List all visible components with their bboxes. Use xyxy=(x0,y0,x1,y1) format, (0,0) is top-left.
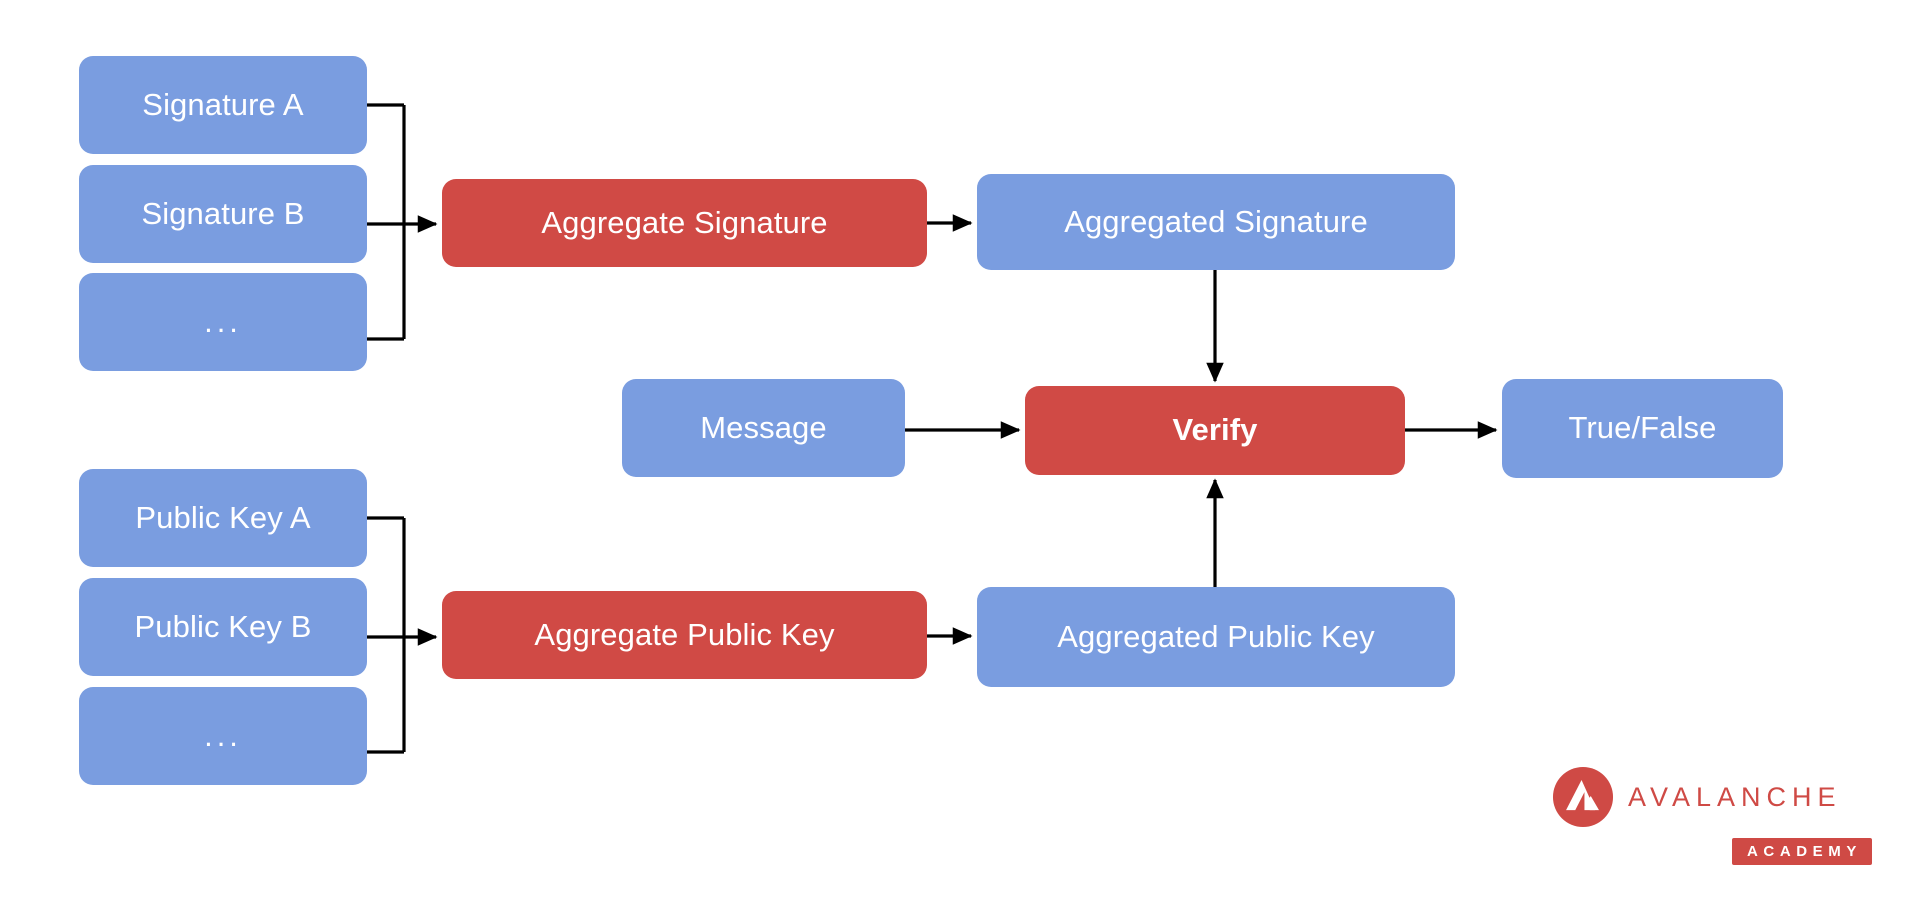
node-label: Aggregated Public Key xyxy=(1057,618,1375,654)
node-label: ... xyxy=(204,303,242,339)
node-label: True/False xyxy=(1568,410,1717,446)
node-signature-b[interactable]: Signature B xyxy=(79,165,367,263)
node-public-key-more[interactable]: ... xyxy=(79,687,367,785)
logo-wordmark: AVALANCHE xyxy=(1628,781,1842,812)
node-label: ... xyxy=(204,717,242,753)
node-label: Aggregate Public Key xyxy=(534,616,835,652)
node-signature-a[interactable]: Signature A xyxy=(79,56,367,154)
logo-row: AVALANCHE xyxy=(1552,760,1872,834)
node-label: Aggregate Signature xyxy=(541,204,828,240)
edge-publickey-bracket xyxy=(367,516,406,754)
edge-signature-bracket xyxy=(367,103,406,341)
node-label: Message xyxy=(700,409,827,445)
avalanche-logo-icon xyxy=(1552,766,1614,828)
node-label: Public Key B xyxy=(134,608,312,644)
node-label: Public Key A xyxy=(135,499,311,535)
node-aggregated-public-key[interactable]: Aggregated Public Key xyxy=(977,587,1455,687)
node-public-key-b[interactable]: Public Key B xyxy=(79,578,367,676)
node-true-false[interactable]: True/False xyxy=(1502,379,1783,478)
node-label: Signature A xyxy=(142,86,304,122)
logo-academy-badge: ACADEMY xyxy=(1731,838,1872,865)
node-label: Verify xyxy=(1172,412,1258,448)
node-public-key-a[interactable]: Public Key A xyxy=(79,469,367,567)
node-message[interactable]: Message xyxy=(622,379,905,477)
avalanche-academy-logo: AVALANCHE ACADEMY xyxy=(1552,760,1872,878)
node-label: Signature B xyxy=(141,195,305,231)
node-aggregate-signature[interactable]: Aggregate Signature xyxy=(442,179,927,267)
node-verify[interactable]: Verify xyxy=(1025,386,1405,475)
node-signature-more[interactable]: ... xyxy=(79,273,367,371)
node-aggregated-signature[interactable]: Aggregated Signature xyxy=(977,174,1455,270)
node-label: Aggregated Signature xyxy=(1064,203,1368,239)
node-aggregate-public-key[interactable]: Aggregate Public Key xyxy=(442,591,927,679)
